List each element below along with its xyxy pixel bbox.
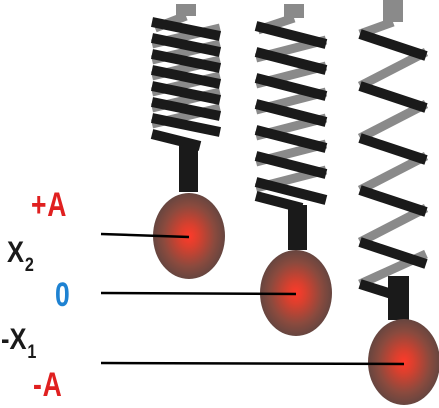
spring-left [150, 4, 225, 279]
position-lines [100, 232, 405, 366]
label-zero: 0 [55, 276, 71, 314]
spring-right-hook [383, 0, 403, 22]
spring-right [357, 0, 439, 405]
line-x2 [100, 232, 190, 239]
line-neg-x1 [100, 361, 405, 366]
label-plus-a: +A [31, 186, 68, 224]
spring-left-hook [176, 4, 196, 16]
spring-middle-rod [288, 205, 307, 250]
spring-middle [254, 4, 332, 336]
label-neg-x1-text: -X [1, 323, 27, 356]
spring-left-rod [179, 146, 198, 192]
line-zero [100, 291, 297, 296]
label-x2-sub: 2 [24, 255, 34, 276]
label-neg-x1-sub: 1 [27, 342, 37, 363]
spring-left-coil [150, 11, 222, 151]
label-x2: X2 [7, 236, 34, 276]
label-x2-text: X [7, 236, 25, 269]
spring-middle-hook [284, 4, 304, 18]
label-minus-a: -A [33, 366, 63, 404]
spring-middle-coil [254, 13, 328, 213]
mass-right [368, 319, 439, 405]
label-neg-x1: -X1 [1, 323, 37, 363]
spring-right-rod [388, 276, 409, 320]
spring-right-coil [357, 17, 429, 303]
